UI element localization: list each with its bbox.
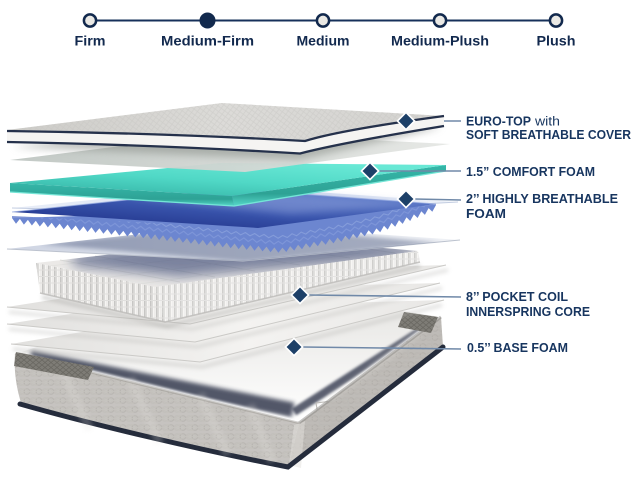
svg-text:2’’ HIGHLY BREATHABLE: 2’’ HIGHLY BREATHABLE — [466, 192, 618, 206]
svg-text:with: with — [534, 115, 560, 129]
svg-text:1.5” COMFORT FOAM: 1.5” COMFORT FOAM — [466, 165, 595, 179]
svg-text:FOAM: FOAM — [466, 207, 506, 221]
svg-text:SOFT BREATHABLE COVER: SOFT BREATHABLE COVER — [466, 128, 631, 142]
svg-text:Plush: Plush — [537, 33, 576, 49]
svg-text:0.5’’ BASE FOAM: 0.5’’ BASE FOAM — [467, 341, 568, 355]
svg-text:EURO-TOP: EURO-TOP — [466, 115, 531, 129]
svg-text:8’’ POCKET COIL: 8’’ POCKET COIL — [466, 290, 568, 304]
svg-text:Medium-Plush: Medium-Plush — [391, 33, 489, 49]
svg-text:Firm: Firm — [75, 33, 106, 49]
svg-text:Medium: Medium — [297, 33, 350, 49]
svg-text:INNERSPRING CORE: INNERSPRING CORE — [466, 305, 590, 319]
svg-text:Medium-Firm: Medium-Firm — [161, 33, 254, 49]
